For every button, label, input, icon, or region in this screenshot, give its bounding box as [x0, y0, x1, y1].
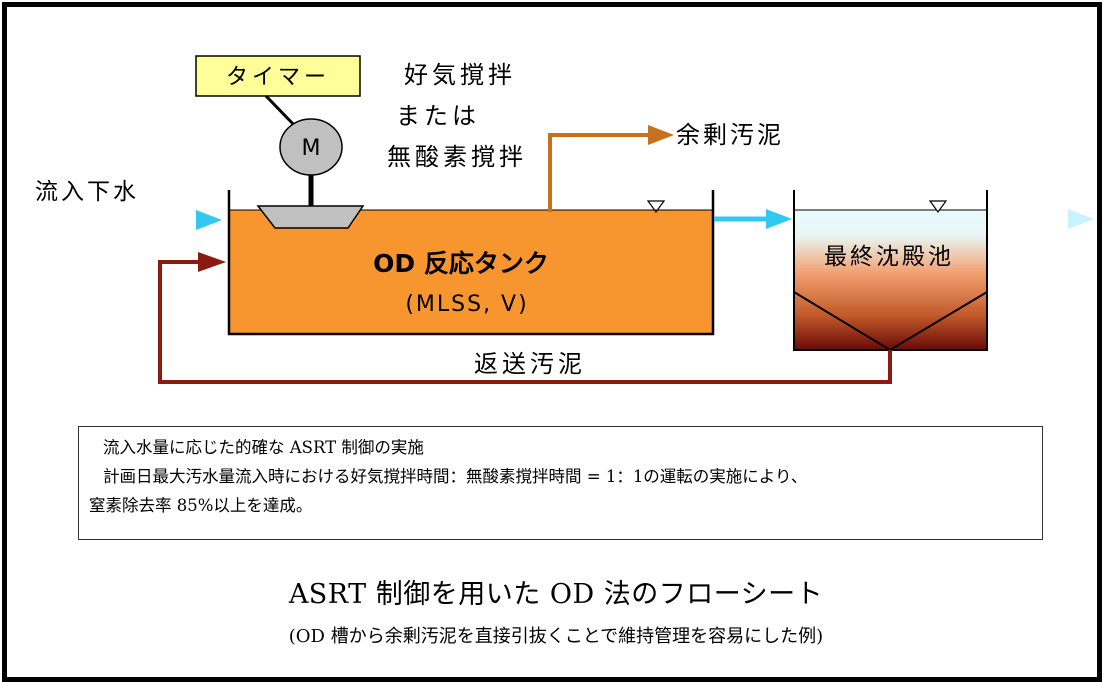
timer-label: タイマー [226, 65, 330, 90]
mode-label-or: または [396, 102, 480, 130]
timer-box: タイマー [195, 55, 361, 97]
motor: M [279, 118, 343, 176]
clarifier-label: 最終沈殿池 [824, 244, 954, 270]
return-sludge-label: 返送汚泥 [474, 350, 586, 378]
od-reactor-tank: OD 反応タンク (MLSS, V) [227, 190, 715, 336]
final-clarifier: 最終沈殿池 [793, 190, 988, 352]
water-level-mark [646, 200, 666, 214]
clarifier-water-level-mark [928, 200, 948, 214]
timer-connector [264, 94, 299, 130]
mode-label-anoxic: 無酸素撹拌 [387, 143, 527, 171]
flow-diagram: タイマー M 好気撹拌 または 無酸素撹拌 流入下水 OD 反応タンク (MLS… [35, 55, 1094, 384]
excess-sludge-line [548, 125, 674, 212]
summary-note-box: 流入水量に応じた的確な ASRT 制御の実施 計画日最大汚水量流入時における好気… [78, 426, 1043, 540]
note-line-1: 流入水量に応じた的確な ASRT 制御の実施 [103, 438, 424, 457]
reactor-params: (MLSS, V) [405, 292, 528, 317]
agitator-impeller [256, 205, 365, 229]
caption-subtitle: (OD 槽から余剰汚泥を直接引抜くことで維持管理を容易にした例) [288, 626, 824, 647]
note-line-3: 窒素除去率 85%以上を達成。 [89, 496, 313, 515]
note-line-2: 計画日最大汚水量流入時における好気撹拌時間：無酸素撹拌時間 = 1：1の運転の実… [103, 467, 808, 486]
effluent-arrow [988, 209, 1094, 229]
excess-sludge-label: 余剰汚泥 [676, 121, 784, 149]
reactor-title: OD 反応タンク [373, 249, 549, 278]
influent-arrow [120, 210, 222, 230]
influent-label: 流入下水 [35, 179, 139, 205]
mode-label-aerobic: 好気撹拌 [404, 61, 516, 89]
transfer-arrow [714, 209, 792, 229]
caption-title: ASRT 制御を用いた OD 法のフローシート [288, 579, 824, 610]
return-sludge-line [158, 252, 892, 384]
motor-label: M [302, 136, 321, 161]
